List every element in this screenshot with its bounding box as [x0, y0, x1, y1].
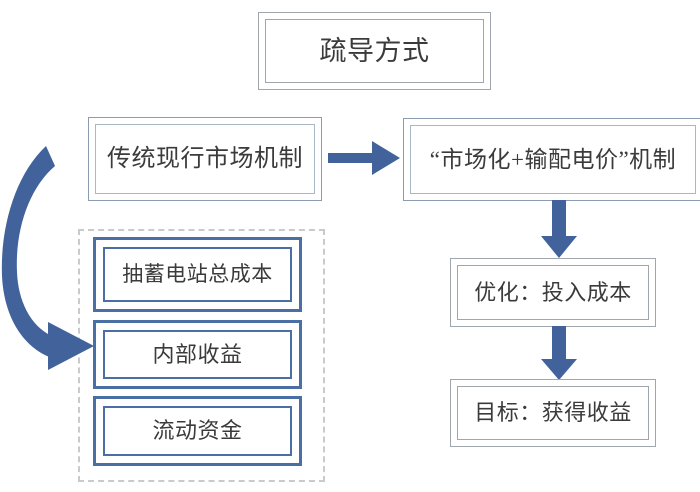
node-working-capital-inner-frame: 流动资金 [103, 406, 292, 456]
node-internal-revenue[interactable]: 内部收益 [93, 320, 302, 389]
node-working-capital[interactable]: 流动资金 [93, 396, 302, 466]
node-marketized-mechanism-label: “市场化+输配电价”机制 [429, 147, 677, 172]
node-goal-obtain-revenue-label: 目标：获得收益 [474, 400, 632, 425]
node-internal-revenue-label: 内部收益 [152, 341, 243, 367]
node-goal-obtain-revenue[interactable]: 目标：获得收益 [450, 379, 656, 447]
node-working-capital-label: 流动资金 [152, 418, 243, 443]
node-traditional-mechanism-label: 传统现行市场机制 [107, 146, 303, 172]
arrow-marketized-to-optimize-icon [541, 200, 577, 258]
node-traditional-mechanism-inner-frame: 传统现行市场机制 [95, 124, 315, 194]
node-pumped-storage-total-cost[interactable]: 抽蓄电站总成本 [93, 237, 302, 312]
arrow-optimize-to-goal-icon [541, 326, 577, 380]
node-pumped-storage-total-cost-inner-frame: 抽蓄电站总成本 [103, 247, 292, 302]
node-marketized-mechanism-inner-frame: “市场化+输配电价”机制 [410, 125, 696, 194]
node-optimize-input-cost-label: 优化：投入成本 [474, 279, 632, 305]
node-title-label: 疏导方式 [319, 35, 430, 66]
node-optimize-input-cost-inner-frame: 优化：投入成本 [457, 265, 649, 320]
arrow-traditional-to-cost-group-icon [1, 146, 94, 370]
node-title-shudao-fangshi[interactable]: 疏导方式 [258, 12, 491, 90]
node-goal-obtain-revenue-inner-frame: 目标：获得收益 [457, 386, 649, 440]
arrow-traditional-to-marketized-icon [328, 141, 400, 175]
node-traditional-mechanism[interactable]: 传统现行市场机制 [88, 117, 322, 201]
cost-group-frame [78, 229, 325, 482]
node-title-inner-frame: 疏导方式 [265, 19, 484, 83]
node-internal-revenue-inner-frame: 内部收益 [103, 330, 292, 379]
node-optimize-input-cost[interactable]: 优化：投入成本 [450, 258, 656, 327]
node-pumped-storage-total-cost-label: 抽蓄电站总成本 [122, 262, 273, 286]
node-marketized-mechanism[interactable]: “市场化+输配电价”机制 [403, 118, 700, 201]
